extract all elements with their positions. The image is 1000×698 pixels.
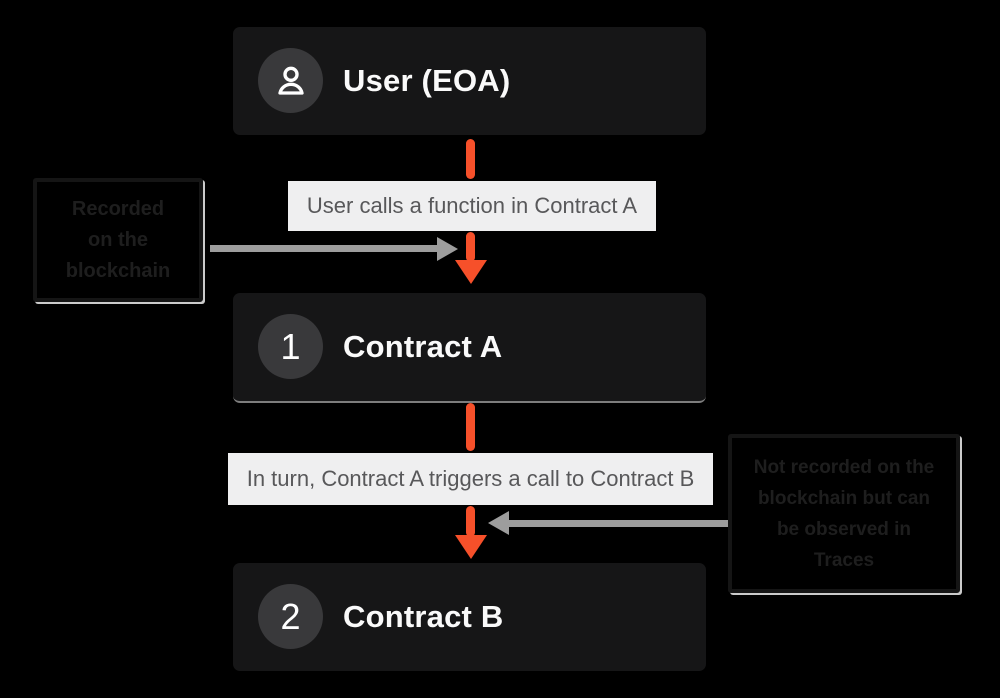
arrow-user-to-a-segment bbox=[466, 232, 475, 262]
node-contract-b: 2 Contract B bbox=[233, 563, 706, 671]
callout-line: blockchain bbox=[65, 259, 171, 282]
arrow-user-to-a-head bbox=[455, 260, 487, 284]
callout-line: blockchain but can bbox=[757, 487, 931, 509]
user-icon bbox=[277, 66, 304, 95]
recorded-pointer-arrow-head bbox=[437, 237, 458, 261]
arrow-a-to-b-head bbox=[455, 535, 487, 559]
callout-line: be observed in bbox=[776, 518, 912, 540]
flow-label-user-call: User calls a function in Contract A bbox=[288, 181, 656, 231]
callout-line: on the bbox=[88, 228, 148, 251]
node-contract-b-title: Contract B bbox=[343, 599, 504, 634]
traces-pointer-arrow-head bbox=[488, 511, 509, 535]
callout-line: Not recorded on the bbox=[753, 456, 935, 478]
arrow-a-to-b-segment bbox=[466, 403, 475, 451]
callout-line: Recorded bbox=[71, 197, 165, 220]
node-contract-a-title: Contract A bbox=[343, 329, 503, 364]
flow-label-contract-call: In turn, Contract A triggers a call to C… bbox=[228, 453, 713, 505]
traces-pointer-arrow-tail bbox=[509, 520, 728, 527]
callout-not-recorded-traces: Not recorded on the blockchain but can b… bbox=[728, 434, 960, 593]
callout-line: Traces bbox=[813, 549, 875, 571]
arrow-a-to-b-segment bbox=[466, 506, 475, 537]
node-user: User (EOA) bbox=[233, 27, 706, 135]
recorded-pointer-arrow-tail bbox=[210, 245, 438, 252]
callout-recorded-on-blockchain: Recorded on the blockchain bbox=[33, 178, 203, 302]
user-avatar bbox=[258, 48, 323, 113]
arrow-user-to-a-segment bbox=[466, 139, 475, 179]
node-contract-a: 1 Contract A bbox=[233, 293, 706, 403]
step-2-badge: 2 bbox=[258, 584, 323, 649]
step-1-badge: 1 bbox=[258, 314, 323, 379]
node-user-title: User (EOA) bbox=[343, 63, 511, 98]
